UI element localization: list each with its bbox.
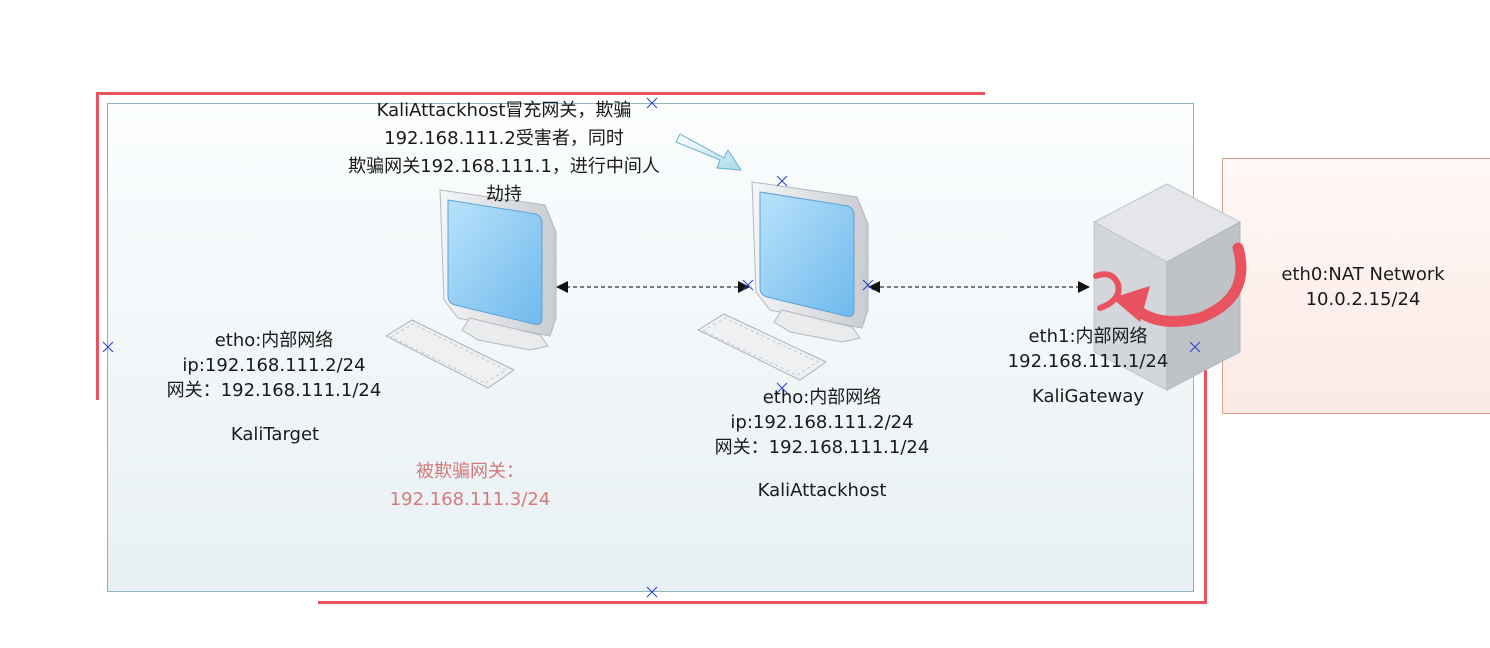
attacker-name: KaliAttackhost	[757, 480, 887, 501]
target-ip-line: ip:192.168.111.2/24	[182, 355, 366, 376]
circular-arrow-icon	[1093, 242, 1247, 327]
nat-interface-line: eth0:NAT Network	[1281, 264, 1445, 285]
gateway-interface-info: eth1:内部网络 192.168.111.1/24	[978, 324, 1198, 374]
highlight-line-top	[96, 92, 985, 95]
target-spoofed-gateway: 被欺骗网关： 192.168.111.3/24	[350, 459, 590, 512]
internal-network-box	[107, 103, 1194, 592]
highlight-line-left	[96, 92, 99, 400]
nat-interface-info: eth0:NAT Network 10.0.2.15/24	[1248, 262, 1478, 312]
target-interface-info: etho:内部网络 ip:192.168.111.2/24 网关：192.168…	[144, 328, 404, 403]
target-interface-line: etho:内部网络	[214, 330, 334, 351]
target-keyboard-icon	[384, 319, 515, 389]
link-attacker-gateway	[868, 281, 1090, 293]
annotation-line-2: 192.168.111.2受害者，同时	[384, 128, 624, 149]
target-gateway-line: 网关：192.168.111.1/24	[166, 380, 382, 401]
gateway-ip-line: 192.168.111.1/24	[1007, 351, 1169, 372]
nat-ip-line: 10.0.2.15/24	[1305, 289, 1421, 310]
gateway-interface-line: eth1:内部网络	[1028, 326, 1148, 347]
pointer-arrow	[675, 133, 742, 171]
attacker-ip-line: ip:192.168.111.2/24	[730, 412, 914, 433]
selection-handles	[102, 97, 1201, 598]
annotation-line-3: 欺骗网关192.168.111.1，进行中间人	[348, 156, 660, 177]
attacker-keyboard-icon	[696, 313, 827, 381]
attacker-interface-info: etho:内部网络 ip:192.168.111.2/24 网关：192.168…	[692, 385, 952, 460]
spoofed-gateway-value: 192.168.111.3/24	[389, 489, 551, 510]
attacker-gateway-line: 网关：192.168.111.1/24	[714, 437, 930, 458]
target-name: KaliTarget	[230, 424, 320, 445]
attack-annotation: KaliAttackhost冒充网关，欺骗 192.168.111.2受害者，同…	[304, 98, 704, 207]
attacker-monitor-icon	[751, 181, 869, 343]
link-target-attacker	[556, 281, 750, 293]
highlight-line-bottom	[318, 601, 1207, 604]
spoofed-gateway-label: 被欺骗网关：	[416, 461, 524, 482]
target-monitor-icon	[439, 189, 557, 351]
gateway-name: KaliGateway	[1031, 386, 1145, 407]
nat-network-box	[1222, 158, 1490, 414]
attacker-interface-line: etho:内部网络	[762, 387, 882, 408]
annotation-line-4: 劫持	[486, 184, 522, 205]
highlight-line-right	[1204, 296, 1207, 604]
annotation-line-1: KaliAttackhost冒充网关，欺骗	[376, 100, 632, 121]
